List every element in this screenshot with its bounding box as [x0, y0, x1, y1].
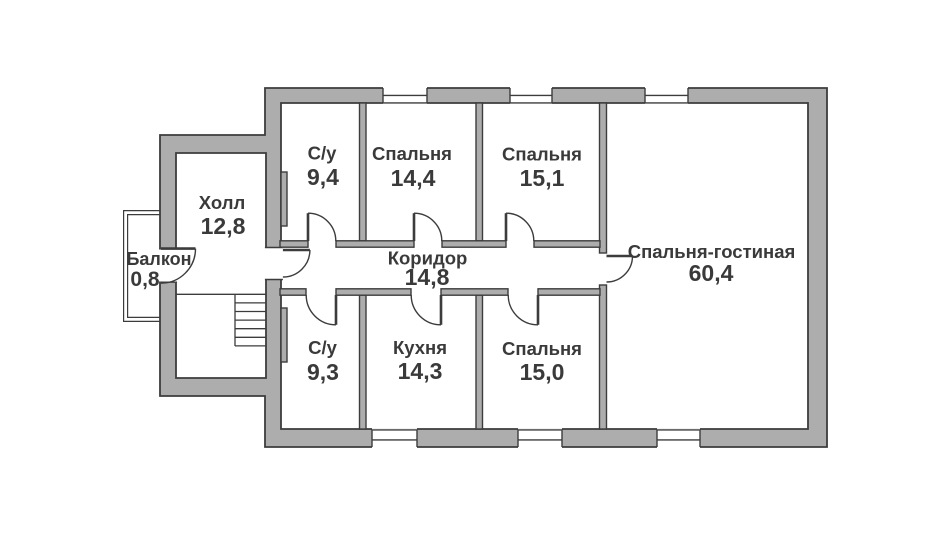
room-area-bedroom3: 15,0 [520, 359, 565, 385]
door-living [606, 254, 634, 283]
room-labels: Холл 12,8 Балкон 0,8 С/у 9,4 Спальня 14,… [126, 143, 795, 386]
room-area-wc-bottom: 9,3 [307, 359, 339, 385]
door-kitchen [410, 294, 443, 326]
windows-bottom [371, 428, 701, 449]
corridor-top-wall-seg1 [279, 240, 309, 248]
corridor-top-wall-seg2 [335, 240, 415, 248]
wall-kitchen-bedroom3 [475, 294, 484, 430]
door-wc-bottom [305, 294, 338, 326]
door-wc-top [306, 212, 337, 242]
pilaster-wc-top [280, 171, 288, 227]
wall-living-lower [598, 284, 608, 430]
corridor-bottom-wall-seg4 [537, 288, 601, 296]
window-living-top [644, 86, 689, 105]
stairs-icon [176, 293, 266, 347]
pilaster-wc-bottom [280, 307, 288, 363]
room-area-living: 60,4 [689, 260, 734, 286]
door-balcony [160, 247, 197, 284]
wall-living-upper [598, 102, 608, 254]
doorway-hall-corridor [264, 246, 283, 281]
room-area-hall: 12,8 [201, 213, 246, 239]
window-bedroom3 [517, 428, 563, 449]
corridor-bottom-wall-seg3 [440, 288, 509, 296]
corridor-top-wall-seg3 [441, 240, 507, 248]
room-label-bedroom1: Спальня [372, 143, 452, 164]
room-area-bedroom1: 14,4 [391, 165, 436, 191]
corridor-top-wall-seg4 [533, 240, 601, 248]
doors [160, 212, 634, 326]
window-living-bottom [656, 428, 701, 449]
room-area-corridor: 14,8 [405, 264, 450, 290]
room-label-hall: Холл [199, 192, 245, 213]
door-hall-corridor [282, 248, 311, 278]
window-kitchen [371, 428, 418, 449]
door-bedroom3 [507, 294, 540, 326]
wall-wc-bottom-kitchen [358, 294, 367, 430]
room-label-wc-top: С/у [308, 143, 338, 164]
partition-walls [279, 102, 608, 430]
room-area-kitchen: 14,3 [398, 358, 443, 384]
room-label-bedroom3: Спальня [502, 338, 582, 359]
room-label-kitchen: Кухня [393, 337, 447, 358]
balcony-outline [123, 210, 160, 322]
room-label-balcony: Балкон [126, 249, 191, 269]
windows-top [382, 86, 689, 105]
room-area-wc-top: 9,4 [307, 164, 339, 190]
corridor-bottom-wall-seg2 [335, 288, 412, 296]
room-area-bedroom2: 15,1 [520, 165, 565, 191]
wall-wc-top-bedroom1 [358, 102, 367, 242]
room-label-corridor: Коридор [388, 248, 468, 269]
room-label-bedroom2: Спальня [502, 144, 582, 165]
doorway-jambs [264, 246, 283, 281]
room-area-balcony: 0,8 [130, 268, 160, 291]
corridor-bottom-wall-seg1 [279, 288, 307, 296]
window-bedroom1 [382, 86, 428, 105]
doorway-gap [264, 247, 283, 280]
window-bedroom2 [509, 86, 553, 105]
door-bedroom2 [504, 212, 535, 242]
doorway-gap [159, 248, 177, 283]
room-label-wc-bottom: С/у [308, 337, 338, 358]
wall-bedroom1-bedroom2 [475, 102, 484, 242]
room-label-living: Спальня-гостиная [628, 241, 796, 262]
door-bedroom1 [412, 212, 443, 242]
